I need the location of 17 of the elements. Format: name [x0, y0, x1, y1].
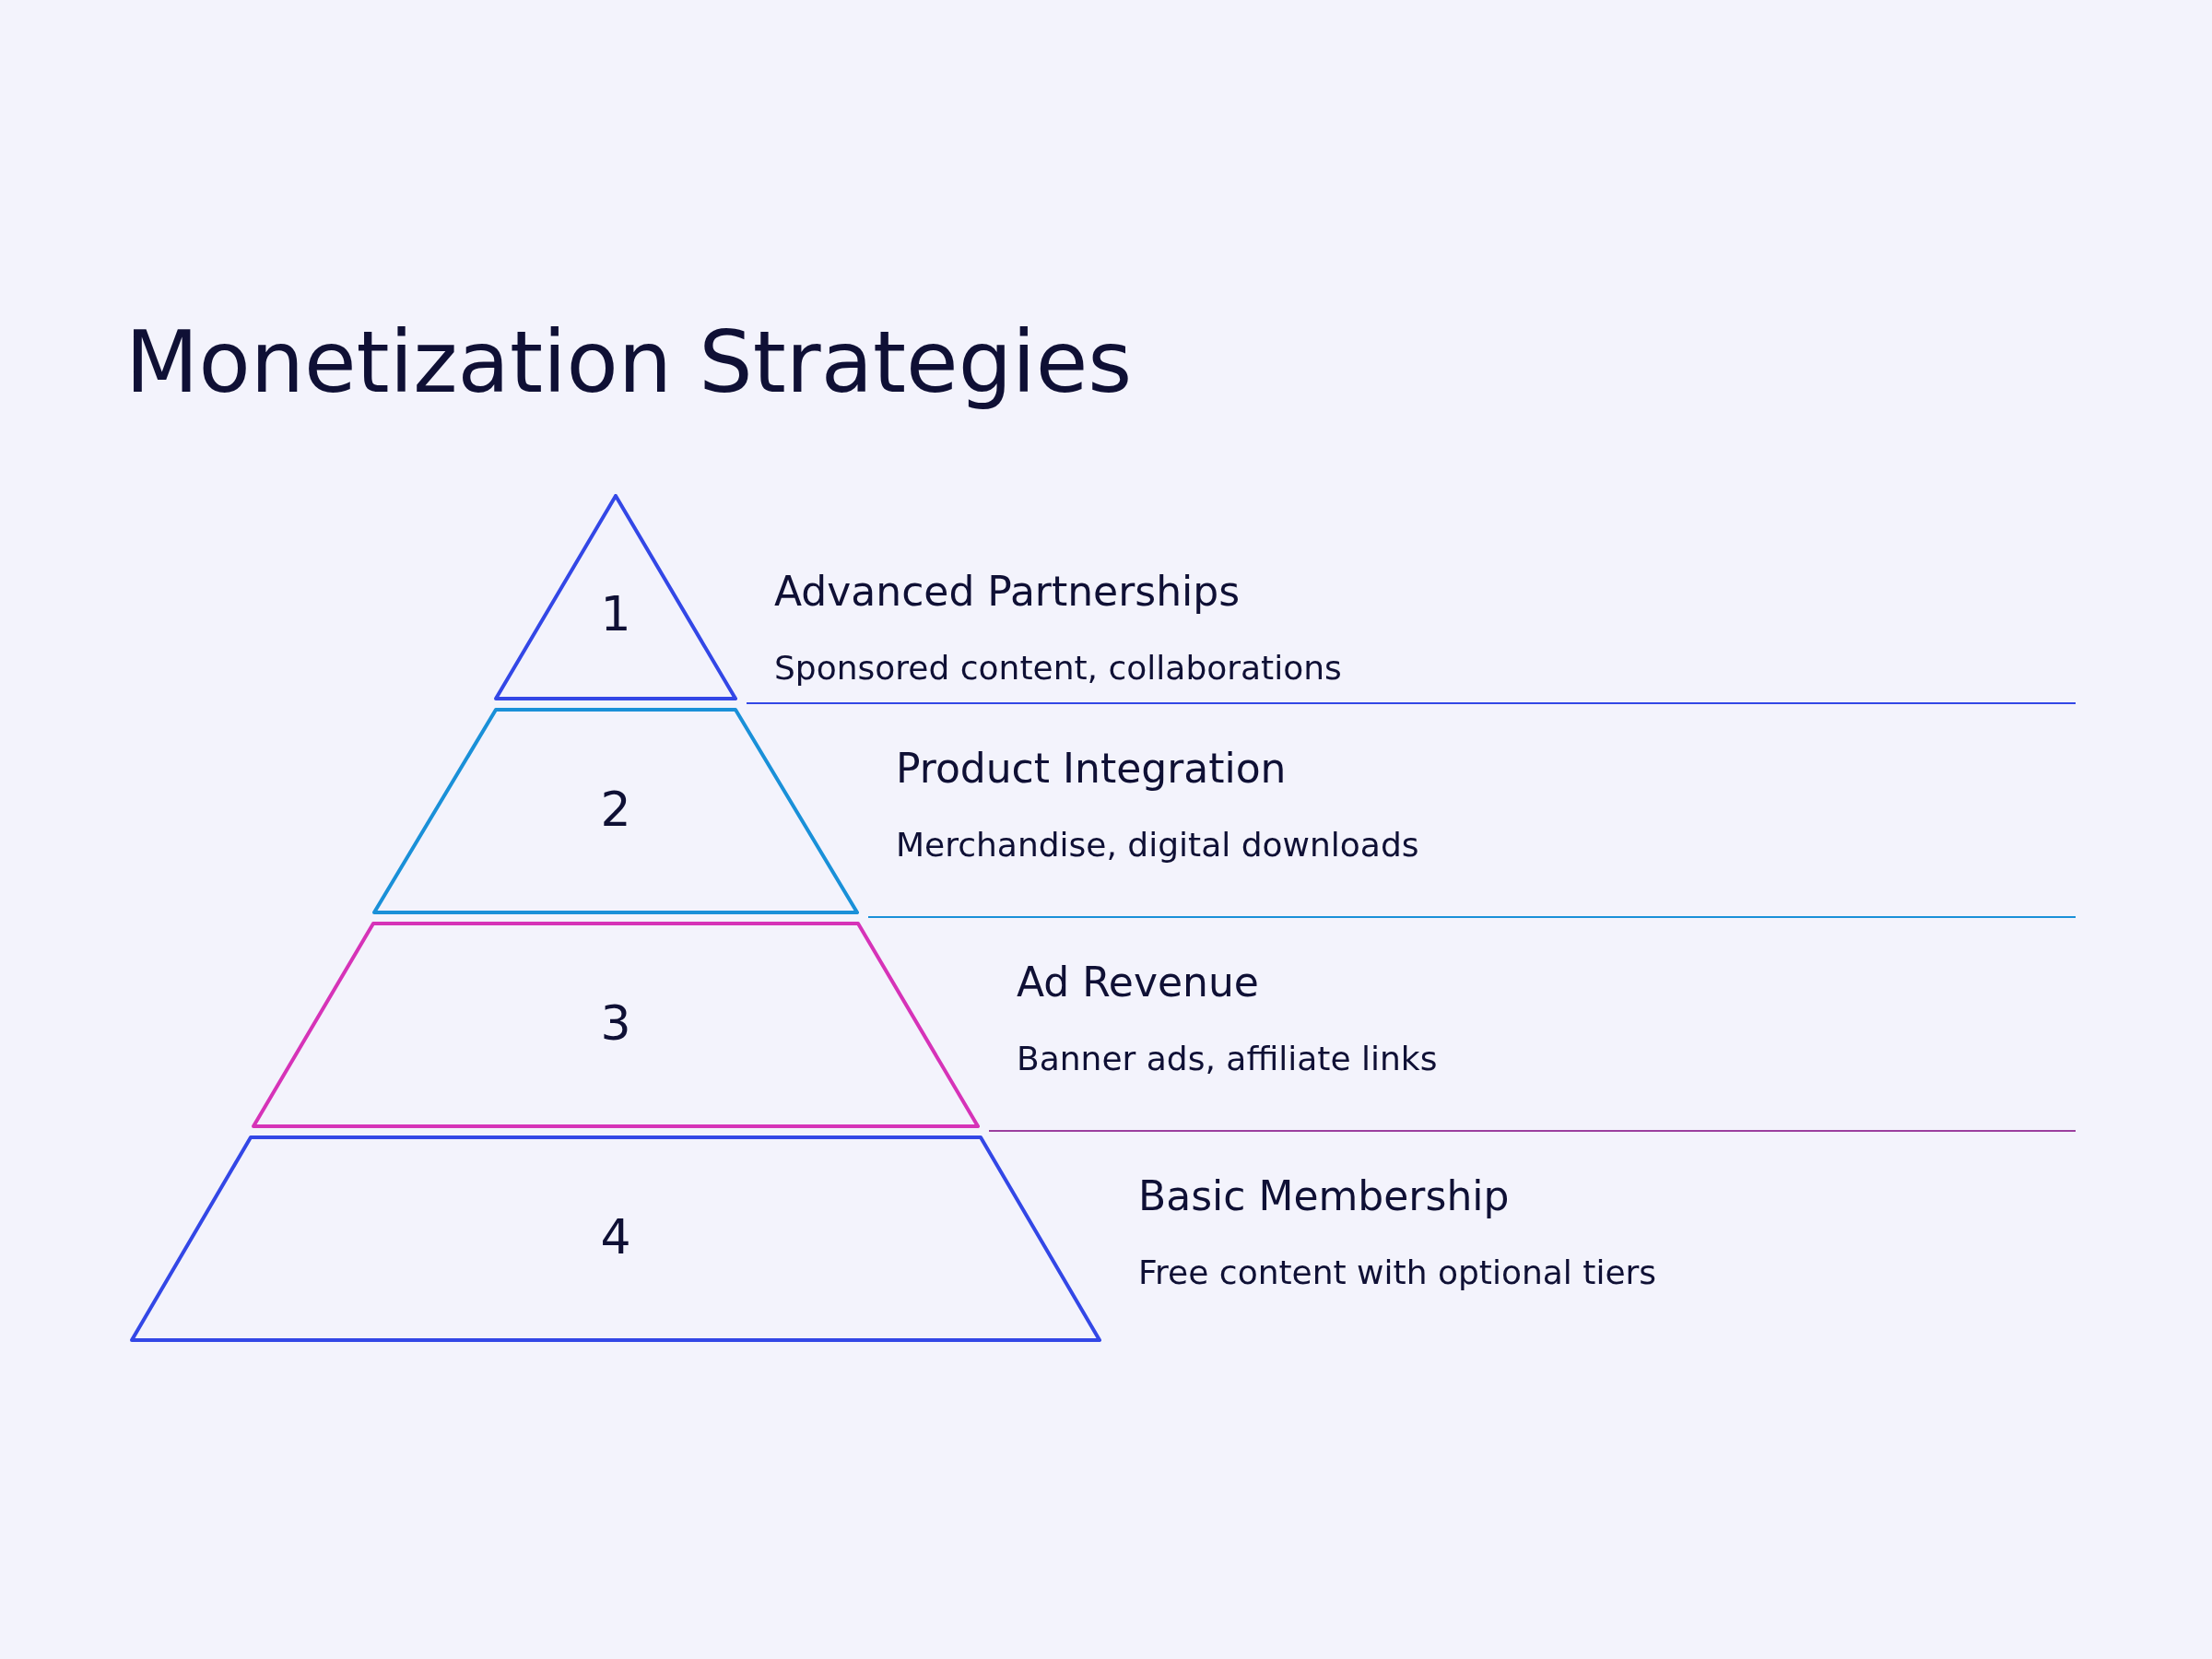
- level-title: Advanced Partnerships: [774, 568, 1241, 615]
- pyramid-level: [252, 922, 980, 1128]
- level-description: Banner ads, affiliate links: [1017, 1040, 1438, 1077]
- level-number: 3: [599, 995, 632, 1051]
- level-title: Product Integration: [896, 745, 1287, 792]
- level-title: Basic Membership: [1138, 1172, 1510, 1219]
- level-title: Ad Revenue: [1017, 959, 1259, 1006]
- pyramid-level: [130, 1135, 1101, 1342]
- level-number: 1: [599, 586, 632, 641]
- level-description: Free content with optional tiers: [1138, 1253, 1657, 1291]
- title: Monetization Strategies: [125, 313, 1133, 412]
- pyramid-level: [372, 708, 859, 914]
- level-number: 4: [599, 1209, 632, 1265]
- level-description: Merchandise, digital downloads: [896, 826, 1419, 864]
- level-number: 2: [599, 782, 632, 837]
- level-description: Sponsored content, collaborations: [774, 649, 1342, 687]
- pyramid-level: [494, 494, 737, 700]
